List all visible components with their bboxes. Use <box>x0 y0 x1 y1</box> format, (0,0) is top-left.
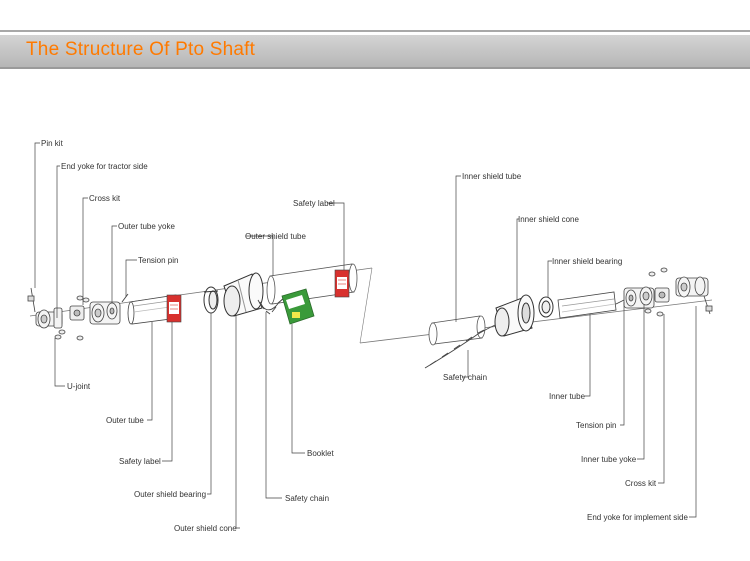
label-cross-kit-left: Cross kit <box>89 194 121 203</box>
banner-bottom-line <box>0 67 750 69</box>
label-safety-chain-right: Safety chain <box>443 373 487 382</box>
inner-tube-part <box>557 291 617 319</box>
label-inner-shield-cone: Inner shield cone <box>518 215 579 224</box>
tension-pin-left-part <box>121 293 129 303</box>
end-yoke-implement-part <box>675 276 713 315</box>
inner-shield-cone-part <box>494 294 535 337</box>
outer-shield-bearing-part <box>203 286 219 314</box>
label-safety-label-top: Safety label <box>293 199 335 208</box>
pin-kit-part <box>27 287 36 313</box>
label-inner-shield-tube: Inner shield tube <box>462 172 522 181</box>
banner-bar <box>0 35 750 67</box>
axis-connector <box>359 267 373 344</box>
inner-shield-tube-part <box>428 315 486 346</box>
outer-tube-part <box>127 294 179 325</box>
label-safety-label-left: Safety label <box>119 457 161 466</box>
axis-line-right <box>359 299 713 344</box>
label-pin-kit: Pin kit <box>41 139 64 148</box>
label-inner-tube: Inner tube <box>549 392 586 401</box>
label-cross-kit-right: Cross kit <box>625 479 657 488</box>
outer-shield-cone-part <box>223 272 264 317</box>
cross-kit-right-part <box>644 267 670 317</box>
label-outer-shield-bearing: Outer shield bearing <box>134 490 206 499</box>
label-u-joint: U-joint <box>67 382 91 391</box>
label-end-yoke-implement: End yoke for implement side <box>587 513 688 522</box>
label-outer-shield-tube: Outer shield tube <box>245 232 306 241</box>
safety-label-top-part <box>334 269 350 298</box>
label-inner-shield-bearing: Inner shield bearing <box>552 257 622 266</box>
label-tension-pin-left: Tension pin <box>138 256 178 265</box>
banner-top-line <box>0 30 750 32</box>
cross-kit-left-part <box>54 295 90 341</box>
inner-shield-bearing-part <box>538 296 554 318</box>
safety-label-left-part <box>166 294 182 323</box>
label-safety-chain-left: Safety chain <box>285 494 329 503</box>
page-title: The Structure Of Pto Shaft <box>26 39 256 60</box>
tension-pin-right-part <box>615 299 625 305</box>
label-end-yoke-tractor: End yoke for tractor side <box>61 162 148 171</box>
label-inner-tube-yoke: Inner tube yoke <box>581 455 637 464</box>
label-booklet: Booklet <box>307 449 334 458</box>
inner-tube-yoke-part <box>623 286 655 309</box>
outer-tube-yoke-part <box>89 301 121 325</box>
label-outer-tube: Outer tube <box>106 416 144 425</box>
label-tension-pin-right: Tension pin <box>576 421 616 430</box>
label-outer-tube-yoke: Outer tube yoke <box>118 222 175 231</box>
leader-lines <box>34 142 697 529</box>
title-banner: The Structure Of Pto Shaft <box>0 30 750 72</box>
booklet-part <box>281 288 315 325</box>
label-outer-shield-cone: Outer shield cone <box>174 524 237 533</box>
end-yoke-tractor-part <box>35 307 63 329</box>
